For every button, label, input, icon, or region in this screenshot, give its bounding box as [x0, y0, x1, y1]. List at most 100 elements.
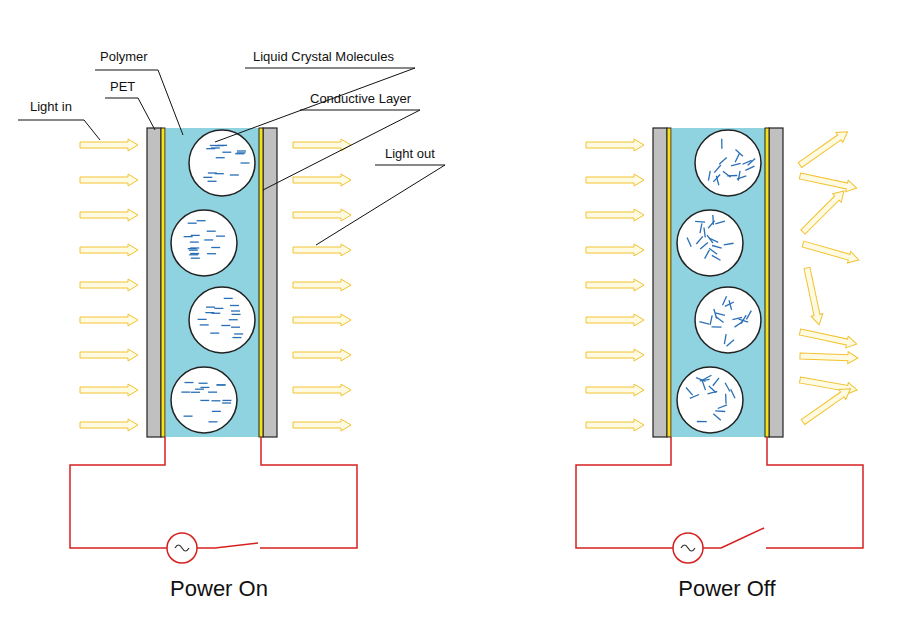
ac-source [167, 533, 197, 563]
part-label: Conductive Layer [310, 92, 411, 105]
lc-molecule [729, 300, 732, 310]
leader-line [95, 70, 183, 135]
lc-molecule [696, 378, 705, 382]
lc-molecule [725, 302, 734, 306]
liquid-crystal-droplet [695, 130, 761, 196]
lc-molecule [735, 321, 743, 327]
lc-molecule [208, 172, 217, 173]
lc-molecule [230, 305, 239, 306]
lc-molecule [200, 324, 209, 325]
switch-blade [215, 543, 258, 548]
light-arrow [799, 326, 858, 350]
lc-molecule [191, 235, 200, 236]
lc-molecule [198, 319, 207, 320]
lc-molecule [725, 383, 730, 392]
light-arrow [799, 170, 858, 194]
lc-molecule [708, 221, 714, 229]
lc-molecule [234, 333, 243, 334]
lc-molecule [212, 411, 221, 412]
light-arrow [586, 419, 644, 431]
lc-molecule [222, 152, 231, 153]
light-arrow [293, 174, 351, 186]
light-arrow [800, 384, 854, 427]
light-arrow [293, 279, 351, 291]
part-label: Liquid Crystal Molecules [253, 50, 394, 63]
circuit-wire [703, 547, 721, 549]
lc-molecule [206, 148, 215, 149]
switch-blade [721, 528, 764, 548]
light-arrow [80, 139, 138, 151]
liquid-crystal-droplet [677, 367, 743, 433]
lc-molecule [707, 391, 717, 394]
leader-line [316, 165, 445, 245]
lc-molecule [231, 327, 240, 328]
lc-molecule [724, 334, 726, 344]
lc-molecule [714, 165, 721, 173]
lc-molecule [697, 421, 707, 422]
conductive-layer [259, 128, 263, 437]
circuit-wire [260, 437, 357, 548]
ac-symbol [681, 545, 695, 551]
lc-molecule [200, 400, 209, 401]
lc-molecule [218, 145, 227, 146]
lc-molecule [221, 325, 230, 326]
lc-molecule [716, 176, 718, 186]
lc-molecule [232, 337, 241, 338]
light-arrow [80, 174, 138, 186]
lc-molecule [208, 421, 217, 422]
light-arrow [586, 349, 644, 361]
lc-molecule [746, 311, 751, 320]
lc-molecule [721, 139, 722, 149]
lc-molecule [714, 309, 717, 319]
light-arrow [801, 238, 860, 266]
power-on-panel [70, 128, 357, 563]
lc-molecule [195, 389, 204, 390]
light-arrow [293, 384, 351, 396]
lc-molecule [738, 171, 740, 181]
circuit-wire [70, 437, 167, 548]
lc-molecule [704, 228, 705, 238]
light-arrow [80, 244, 138, 256]
lc-molecule [735, 153, 739, 162]
lc-molecule [731, 163, 741, 166]
lc-molecule [216, 384, 225, 385]
lc-molecule [181, 391, 190, 392]
lc-molecule [710, 315, 712, 325]
lc-molecule [229, 319, 238, 320]
lc-molecule [190, 241, 199, 242]
lc-molecule [191, 392, 200, 393]
lc-molecule [184, 236, 193, 237]
light-arrow [586, 279, 644, 291]
light-arrow [80, 209, 138, 221]
lc-molecule [199, 383, 208, 384]
lc-molecule [731, 389, 735, 398]
lc-molecule [204, 239, 213, 240]
conductive-layer [667, 128, 671, 437]
lc-molecule [709, 248, 717, 254]
lc-molecule [200, 387, 209, 388]
lc-molecule [197, 220, 206, 221]
lc-molecule [206, 306, 215, 307]
lc-molecule [222, 400, 231, 401]
light-arrow [801, 267, 825, 326]
part-label: Polymer [100, 50, 148, 63]
pet-layer [147, 128, 161, 437]
lc-molecule [214, 308, 223, 309]
lc-molecule [745, 166, 754, 170]
light-arrow [293, 244, 351, 256]
leader-line [215, 68, 415, 142]
lc-molecule [231, 310, 240, 311]
lc-molecule [224, 298, 233, 299]
ac-symbol [175, 545, 189, 551]
light-arrow [586, 209, 644, 221]
lc-molecule [222, 402, 231, 403]
circuit-wire [766, 437, 863, 548]
light-arrow [293, 349, 351, 361]
lc-molecule [723, 296, 727, 305]
lc-molecule [713, 414, 720, 421]
lc-molecule [207, 253, 216, 254]
lc-molecule [695, 221, 705, 223]
lc-molecule [700, 243, 708, 250]
lc-molecule [211, 247, 220, 248]
